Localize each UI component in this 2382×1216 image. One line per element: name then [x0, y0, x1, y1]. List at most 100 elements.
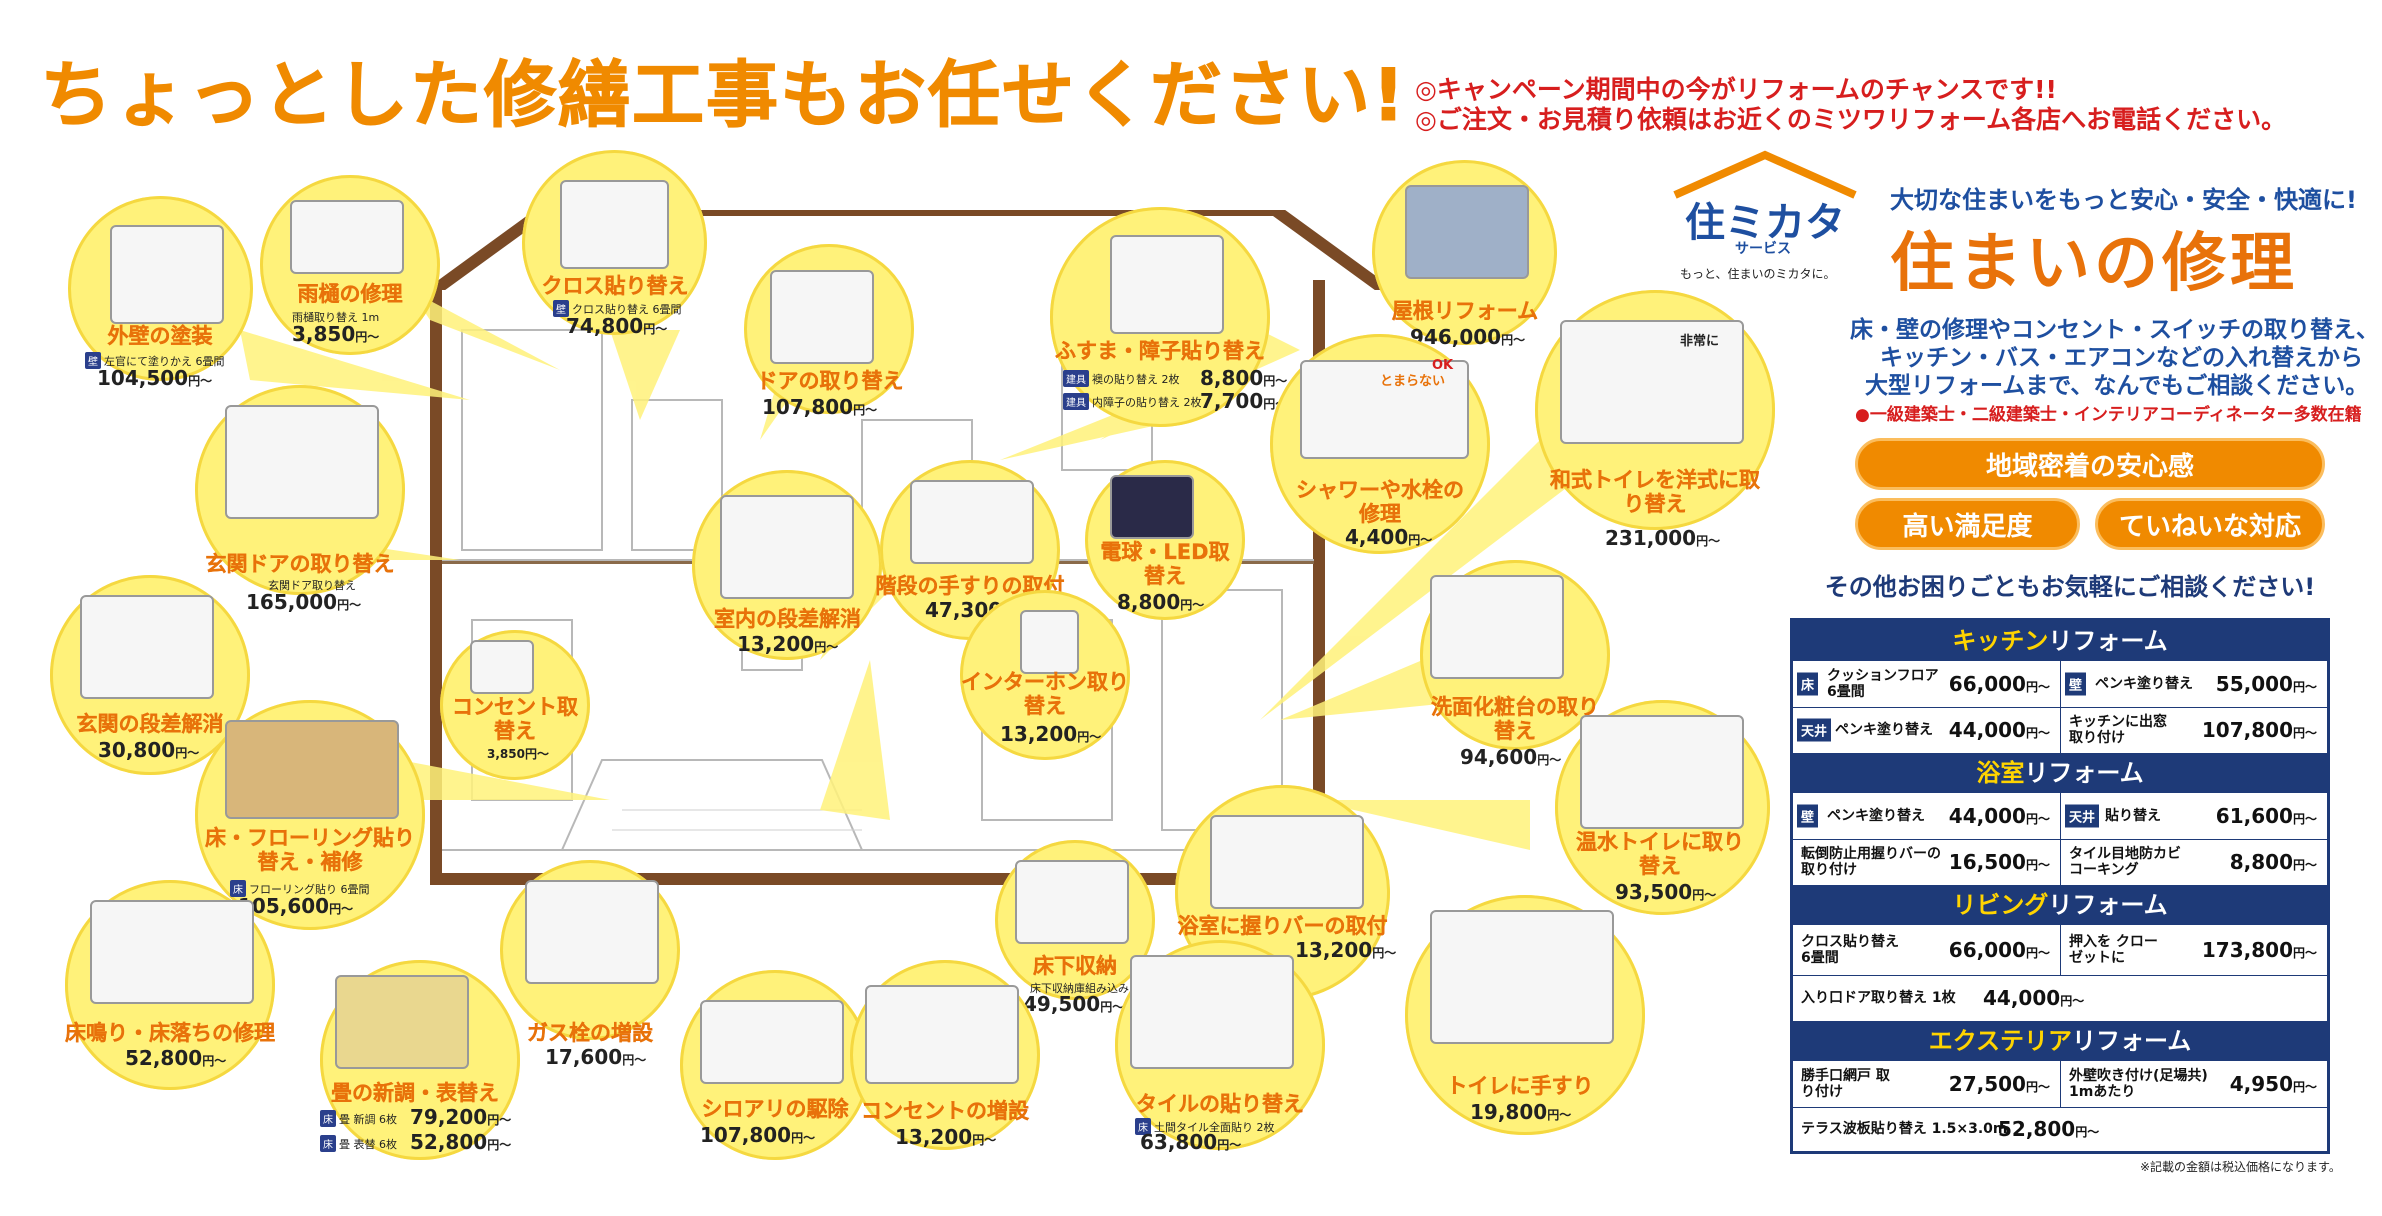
- service-price: 13,200: [895, 1125, 973, 1149]
- shoji-picture: [1110, 235, 1224, 334]
- logo-tagline: もっと、住まいのミカタに。: [1680, 267, 1836, 281]
- service-price: 165,000: [246, 590, 338, 614]
- service-note: 襖の貼り替え 2枚: [1092, 373, 1180, 386]
- service-price: 107,800: [700, 1123, 792, 1147]
- entrance-step-picture: [80, 595, 214, 699]
- service-label: コンセントの増設: [861, 1099, 1029, 1123]
- entrance-door-picture: [225, 405, 379, 519]
- price-unit: 円〜: [355, 330, 380, 344]
- price-unit: 円〜: [622, 1053, 647, 1067]
- service-label: シロアリの駆除: [701, 1097, 849, 1121]
- service-label: ガス栓の増設: [527, 1021, 653, 1045]
- feature-pill-satisfaction: 高い満足度: [1855, 498, 2080, 550]
- service-note: 内障子の貼り替え 2枚: [1092, 396, 1202, 409]
- door-picture: [770, 270, 874, 364]
- service-note: 雨樋取り替え 1m: [292, 311, 380, 324]
- logo-main: 住ミカタ: [1685, 200, 1845, 246]
- note-tag: 建具: [1063, 393, 1089, 410]
- brand-desc-2: キッチン・バス・エアコンなどの入れ替えから: [1880, 345, 2363, 371]
- service-label: 洗面化粧台の取り替え: [1431, 695, 1599, 743]
- outlet-picture: [470, 640, 534, 694]
- speech-tomaranai: とまらない: [1380, 374, 1446, 389]
- service-label: 雨樋の修理: [297, 282, 403, 306]
- price-unit: 円〜: [175, 746, 200, 760]
- service-label: クロス貼り替え: [541, 274, 689, 298]
- price-unit: 円〜: [1696, 534, 1721, 548]
- service-note: 左官にて塗りかえ 6畳間: [104, 355, 225, 368]
- section-header-exterior: エクステリアリフォーム: [1793, 1021, 2327, 1061]
- price-unit: 円〜: [202, 1054, 227, 1068]
- brand-desc-1: 床・壁の修理やコンセント・スイッチの取り替え、: [1850, 317, 2379, 343]
- service-label: 床鳴り・床落ちの修理: [65, 1021, 275, 1045]
- service-label: 浴室に握りバーの取付: [1177, 914, 1388, 938]
- service-price: 13,200: [1295, 938, 1373, 962]
- brand-title: 住まいの修理: [1890, 227, 2298, 301]
- service-price: 104,500: [97, 366, 189, 390]
- feature-pill-local: 地域密着の安心感: [1855, 438, 2325, 490]
- service-label: 室内の段差解消: [714, 607, 861, 631]
- intercom-picture: [1020, 610, 1079, 674]
- service-price: 30,800: [98, 738, 176, 762]
- service-price: 52,800: [410, 1130, 488, 1154]
- service-label: トイレに手すり: [1446, 1074, 1594, 1098]
- shower-picture: [1300, 360, 1469, 459]
- service-label: 床・フローリング貼り替え・補修: [205, 826, 415, 874]
- flooring-picture: [225, 720, 399, 819]
- campaign-notice: ◎キャンペーン期間中の今がリフォームのチャンスです!!: [1415, 75, 2057, 104]
- price-unit: 円〜: [791, 1131, 816, 1145]
- bulb-picture: [1110, 475, 1194, 539]
- price-unit: 円〜: [853, 403, 878, 417]
- service-note: 畳 表替 6枚: [339, 1138, 397, 1151]
- service-label: 玄関ドアの取り替え: [205, 552, 395, 576]
- service-price: 3,850: [292, 322, 356, 346]
- feature-pill-courtesy: ていねいな対応: [2095, 498, 2325, 550]
- storage-picture: [1015, 860, 1129, 944]
- price-unit: 円〜: [1217, 1138, 1242, 1152]
- service-price: 74,800: [566, 314, 644, 338]
- service-price: 231,000: [1605, 526, 1697, 550]
- note-tag: 壁: [553, 300, 569, 317]
- outlet-add-picture: [865, 985, 1019, 1084]
- handrail-picture: [910, 480, 1034, 564]
- price-unit: 円〜: [1408, 533, 1433, 547]
- price-unit: 円〜: [337, 598, 362, 612]
- cloth-picture: [560, 180, 669, 269]
- note-tag: 床: [1135, 1118, 1151, 1135]
- washlet-picture: [1580, 715, 1744, 829]
- brand-subtitle: 大切な住まいをもっと安心・安全・快適に!: [1890, 186, 2357, 214]
- indoor-step-picture: [720, 495, 854, 599]
- service-label: 和式トイレを洋式に取り替え: [1550, 468, 1760, 516]
- section-header-living: リビングリフォーム: [1793, 885, 2327, 925]
- consult-banner: その他お困りごともお気軽にご相談ください!: [1824, 573, 2316, 601]
- price-unit: 円〜: [524, 747, 549, 761]
- price-unit: 円〜: [329, 902, 354, 916]
- service-label: シャワーや水栓の修理: [1296, 478, 1464, 526]
- speech-ok: OK: [1432, 358, 1454, 373]
- price-unit: 円〜: [487, 1113, 512, 1127]
- speech-hijou: 非常に: [1680, 334, 1720, 349]
- price-unit: 円〜: [1077, 730, 1102, 744]
- price-unit: 円〜: [972, 1133, 997, 1147]
- section-header-bath: 浴室リフォーム: [1793, 753, 2327, 793]
- service-note: 床下収納庫組み込み: [1030, 982, 1129, 995]
- price-unit: 円〜: [1547, 1108, 1572, 1122]
- tile-picture: [1130, 955, 1294, 1069]
- brand-desc-3: 大型リフォームまで、なんでもご相談ください。: [1865, 373, 2369, 399]
- service-note: クロス貼り替え 6畳間: [572, 303, 682, 316]
